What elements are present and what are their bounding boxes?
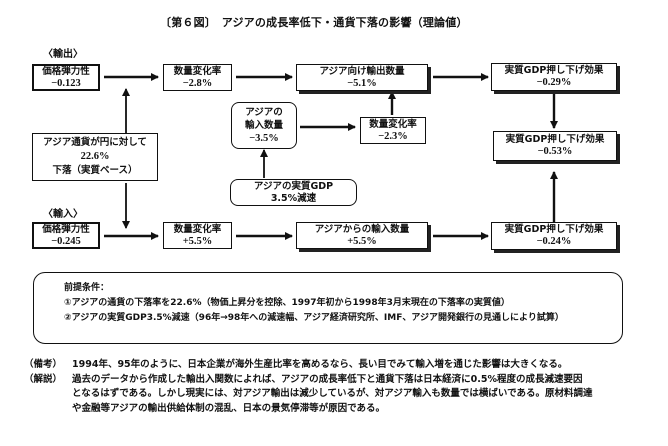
import-volume-box: アジアからの輸入数量 +5.5% (296, 222, 428, 249)
asia-gdp-line1: アジアの実質GDP (253, 180, 334, 192)
asia-gdp-line2: 3.5%減速 (270, 192, 317, 204)
import-gdp-effect-label: 実質GDP押し下げ効果 (504, 224, 604, 235)
total-gdp-effect-label: 実質GDP押し下げ効果 (505, 134, 605, 145)
import-gdp-effect-box: 実質GDP押し下げ効果 −0.24% (491, 222, 617, 250)
export-quantity-change-label: 数量変化率 (173, 65, 222, 77)
remark-text: 1994年、95年のように、日本企業が海外生産比率を高めるなら、長い目でみて輸入… (72, 359, 568, 370)
import-volume-value: +5.5% (347, 235, 377, 247)
currency-value: 22.6% (80, 151, 110, 162)
asia-imports-box: アジアの 輸入数量 −3.5% (231, 102, 297, 149)
export-quantity-change-box: 数量変化率 −2.8% (163, 64, 232, 91)
explanation-line-2: となるはずである。しかし現実には、対アジア輸出は減少しているが、対アジア輸入も数… (72, 388, 593, 399)
import-gdp-effect-value: −0.24% (536, 236, 572, 247)
export-section-label: 〈輸出〉 (43, 49, 83, 60)
export-elasticity-label: 価格弾力性 (42, 65, 90, 77)
asia-quantity-change-box: 数量変化率 −2.3% (360, 117, 426, 144)
export-volume-value: −5.1% (347, 77, 377, 89)
import-volume-label: アジアからの輸入数量 (314, 223, 410, 235)
currency-depreciation-box: アジア通貨が円に対して 22.6% 下落（実質ベース） (32, 133, 158, 181)
premises-heading: 前提条件： (64, 283, 110, 293)
import-quantity-change-box: 数量変化率 +5.5% (163, 222, 232, 249)
export-volume-box: アジア向け輸出数量 −5.1% (296, 64, 428, 91)
import-elasticity-box: 価格弾力性 −0.245 (32, 222, 100, 249)
export-elasticity-value: −0.123 (51, 77, 81, 89)
remark-tag: （備考） (24, 359, 63, 370)
export-volume-label: アジア向け輸出数量 (319, 65, 405, 77)
notes-section: （備考） 1994年、95年のように、日本企業が海外生産比率を高めるなら、長い目… (24, 358, 664, 416)
export-elasticity-box: 価格弾力性 −0.123 (32, 64, 100, 91)
export-gdp-effect-value: −0.29% (536, 77, 572, 88)
import-elasticity-value: −0.245 (51, 235, 81, 247)
export-gdp-effect-label: 実質GDP押し下げ効果 (504, 65, 604, 76)
asia-quantity-change-value: −2.3% (378, 130, 408, 142)
asia-imports-line2: 輸入数量 (244, 120, 283, 131)
asia-gdp-box: アジアの実質GDP 3.5%減速 (230, 179, 357, 206)
import-section-label: 〈輸入〉 (43, 209, 83, 220)
asia-quantity-change-label: 数量変化率 (369, 118, 417, 130)
explanation-tag: （解説） (24, 373, 63, 385)
figure-title: 〔第６図〕 アジアの成長率低下・通貨下落の影響（理論値） (160, 16, 468, 29)
explanation-line-1: 過去のデータから作成した輸出入関数によれば、アジアの成長率低下と通貨下落は日本経… (72, 373, 583, 385)
asia-imports-value: −3.5% (249, 133, 279, 144)
import-quantity-change-label: 数量変化率 (173, 223, 222, 235)
premise-item-2: ②アジアの実質GDP3.5%減速（96年→98年への減速幅、アジア経済研究所、I… (64, 313, 564, 323)
total-gdp-effect-box: 実質GDP押し下げ効果 −0.53% (493, 131, 617, 161)
export-quantity-change-value: −2.8% (182, 77, 213, 89)
asia-imports-line1: アジアの (245, 107, 283, 118)
import-elasticity-label: 価格弾力性 (42, 223, 90, 235)
currency-line1: アジア通貨が円に対して (43, 137, 147, 148)
premise-item-1: ①アジアの通貨の下落率を22.6%（物価上昇分を控除、1997年初から1998年… (64, 298, 510, 308)
currency-line3: 下落（実質ベース） (52, 165, 138, 176)
premises-box: 前提条件： ①アジアの通貨の下落率を22.6%（物価上昇分を控除、1997年初か… (33, 272, 623, 344)
export-gdp-effect-box: 実質GDP押し下げ効果 −0.29% (491, 63, 617, 91)
total-gdp-effect-value: −0.53% (537, 146, 573, 157)
explanation-line-3: や金融等アジアの輸出供給体制の混乱、日本の景気停滞等が原因である。 (72, 402, 386, 414)
import-quantity-change-value: +5.5% (182, 235, 213, 247)
